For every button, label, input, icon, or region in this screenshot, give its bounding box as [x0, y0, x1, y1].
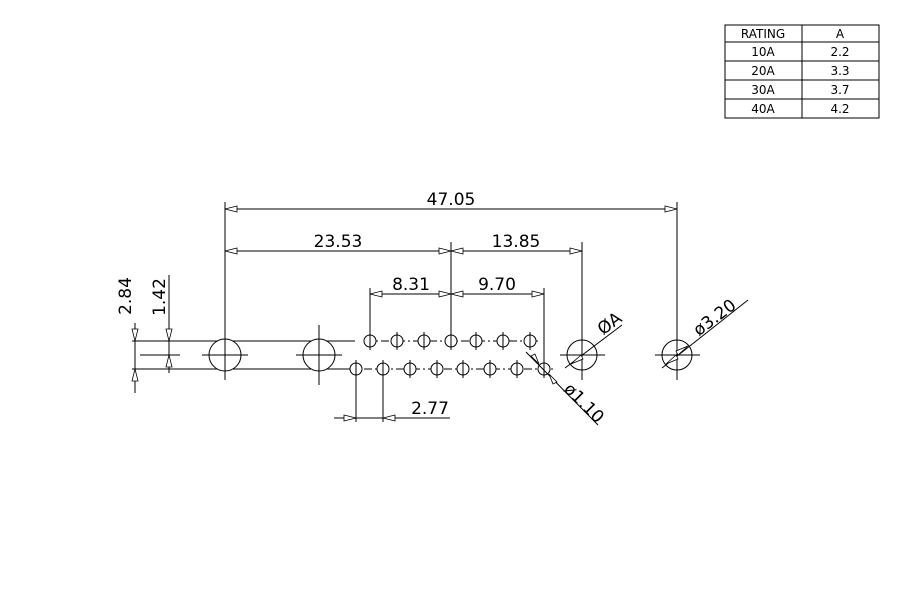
pin-row-top — [363, 332, 537, 350]
dimension-pitch: 2.77 — [334, 399, 450, 422]
pin — [456, 360, 470, 378]
dimension-right-span: 13.85 — [450, 232, 583, 255]
dimension-inner-left: 8.31 — [369, 275, 452, 298]
table-cell-rating: 40A — [751, 102, 775, 116]
dimension-inner-left-label: 8.31 — [392, 275, 430, 295]
pin — [496, 332, 510, 350]
pin-diameter-leader: ø1.10 — [525, 351, 608, 428]
dimension-inner-right-label: 9.70 — [478, 275, 516, 295]
pin — [376, 360, 390, 378]
dimension-pitch-label: 2.77 — [411, 399, 449, 419]
dimension-half-height-label: 1.42 — [150, 278, 170, 316]
dimension-row-height: 2.84 — [116, 277, 139, 393]
pin — [349, 360, 363, 378]
pin — [523, 332, 537, 350]
table-cell-rating: 20A — [751, 64, 775, 78]
mounting-hole-left-2 — [296, 325, 342, 385]
mounting-hole-left-1 — [202, 330, 248, 380]
rating-table: RATING A 10A 2.2 20A 3.3 30A 3.7 40A 4.2 — [724, 24, 880, 119]
hole-a-label: ØA — [594, 308, 626, 339]
dimension-inner-right: 9.70 — [450, 275, 545, 298]
table-cell-a: 3.3 — [830, 64, 849, 78]
dimension-left-span: 23.53 — [224, 232, 452, 255]
pin — [390, 332, 404, 350]
table-cell-rating: 30A — [751, 83, 775, 97]
dimension-half-height: 1.42 — [150, 275, 173, 373]
table-header-a: A — [836, 27, 845, 41]
table-cell-a: 4.2 — [830, 102, 849, 116]
dimension-right-span-label: 13.85 — [492, 232, 541, 252]
dimension-overall-label: 47.05 — [427, 190, 476, 210]
pin — [417, 332, 431, 350]
pin — [403, 360, 417, 378]
pin-diameter-label: ø1.10 — [559, 379, 607, 427]
table-cell-a: 2.2 — [830, 45, 849, 59]
table-cell-rating: 10A — [751, 45, 775, 59]
mount-hole-label: ø3.20 — [690, 295, 741, 340]
pin-row-bottom — [349, 360, 551, 378]
dimension-overall: 47.05 — [224, 190, 678, 213]
table-header-rating: RATING — [741, 27, 785, 41]
table-cell-a: 3.7 — [830, 83, 849, 97]
pin — [430, 360, 444, 378]
pin — [537, 360, 551, 378]
pin — [469, 332, 483, 350]
pin — [483, 360, 497, 378]
extension-lines — [224, 202, 678, 422]
pin — [510, 360, 524, 378]
dimension-left-span-label: 23.53 — [314, 232, 363, 252]
pin — [363, 332, 377, 350]
dimension-row-height-label: 2.84 — [116, 277, 136, 315]
